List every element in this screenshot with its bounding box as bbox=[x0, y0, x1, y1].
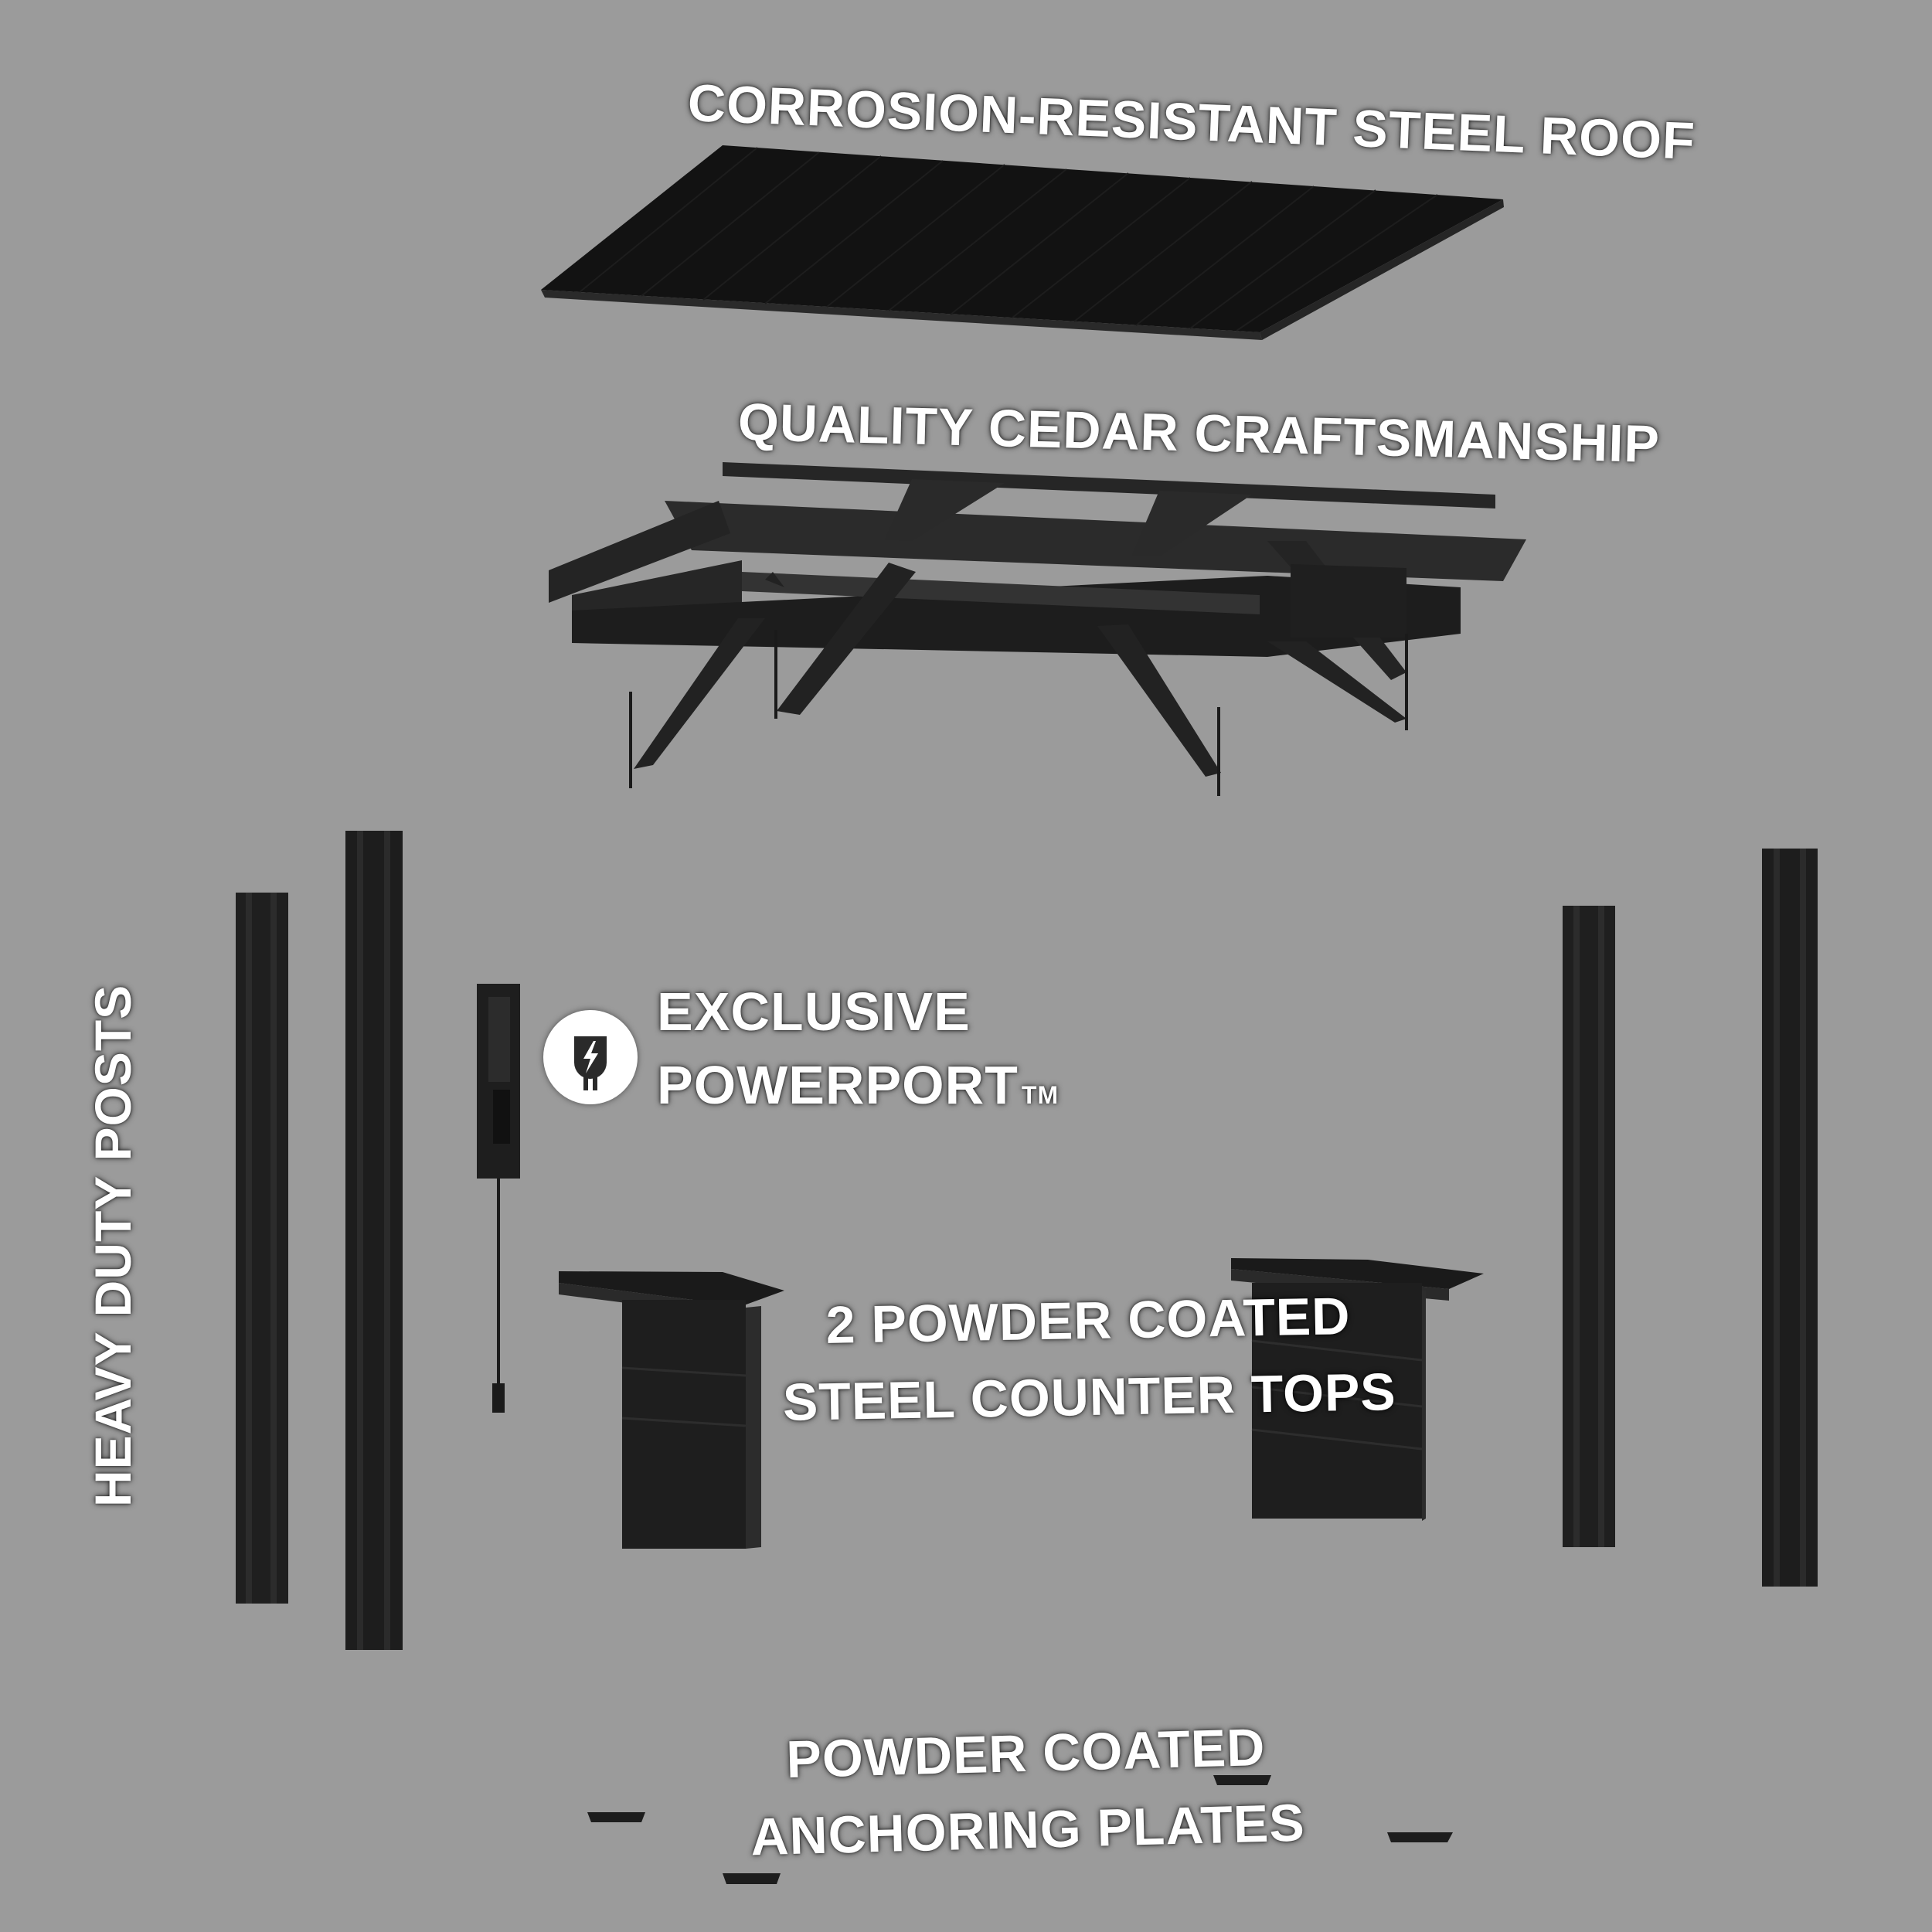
trademark-mark: TM bbox=[1021, 1080, 1060, 1109]
anchoring-plates-callout-line1: POWDER COATED bbox=[785, 1717, 1267, 1790]
anchoring-plate bbox=[723, 1873, 781, 1884]
counter-tops-callout-line1: 2 POWDER COATED bbox=[825, 1287, 1351, 1355]
cedar-frame-assembly bbox=[549, 462, 1526, 796]
counter-top-right bbox=[1231, 1258, 1484, 1521]
post-left-rear bbox=[236, 893, 288, 1604]
counter-tops-callout: 2 POWDER COATED STEEL COUNTER TOPS bbox=[781, 1277, 1396, 1440]
posts-callout: HEAVY DUTY POSTS bbox=[84, 984, 141, 1507]
powerport-callout-line1: EXCLUSIVE bbox=[657, 981, 971, 1042]
post-left-front bbox=[345, 831, 403, 1650]
post-right-front bbox=[1762, 849, 1818, 1587]
counter-top-left bbox=[559, 1271, 784, 1549]
anchoring-plate bbox=[1213, 1775, 1271, 1785]
anchoring-plates-callout-line2: ANCHORING PLATES bbox=[750, 1793, 1306, 1866]
counter-tops-callout-line2: STEEL COUNTER TOPS bbox=[782, 1362, 1397, 1432]
anchoring-plate bbox=[587, 1812, 645, 1822]
anchoring-plates-callout: POWDER COATED ANCHORING PLATES bbox=[748, 1709, 1306, 1876]
anchoring-plate bbox=[1387, 1832, 1453, 1842]
post-right-rear bbox=[1563, 906, 1615, 1547]
powerport-device bbox=[477, 984, 520, 1413]
power-plug-bolt-icon bbox=[543, 1010, 638, 1104]
steel-roof-panel bbox=[541, 145, 1504, 340]
powerport-name: POWERPORT bbox=[657, 1054, 1019, 1115]
